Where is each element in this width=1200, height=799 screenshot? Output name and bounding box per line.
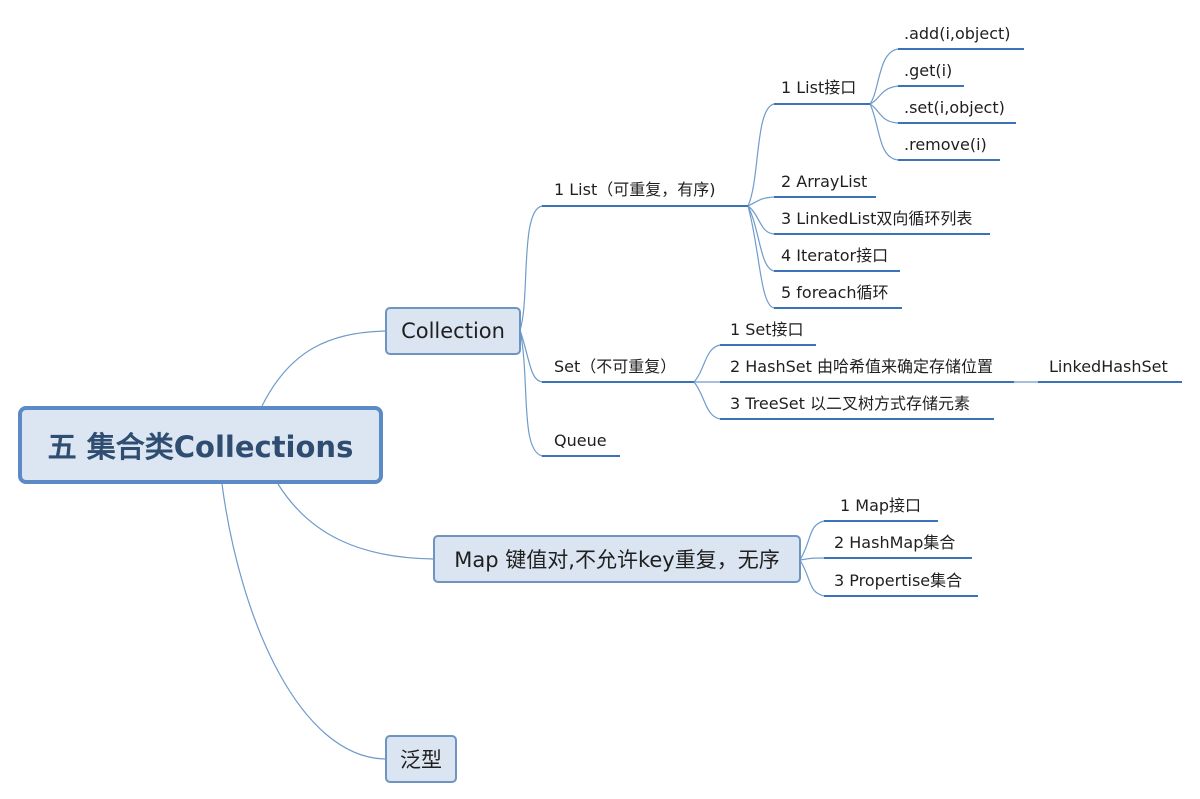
edge-collection-set <box>519 329 543 383</box>
root-label: 五 集合类Collections <box>47 430 354 464</box>
map-label: Map 键值对,不允许key重复，无序 <box>454 548 780 572</box>
edge-collection-queue <box>519 329 543 457</box>
set-branch-label[interactable]: Set（不可重复） <box>554 357 676 376</box>
queue-label[interactable]: Queue <box>554 431 607 450</box>
edge-list-linkedlist <box>747 205 775 235</box>
list-branch-label[interactable]: 1 List（可重复，有序) <box>554 180 715 199</box>
edge-list-iterator <box>747 205 775 272</box>
edge-method-get <box>869 85 899 105</box>
linkedlist-label[interactable]: 3 LinkedList双向循环列表 <box>781 209 972 228</box>
propertise-label[interactable]: 3 Propertise集合 <box>834 571 962 590</box>
generics-label: 泛型 <box>400 748 442 772</box>
method-set[interactable]: .set(i,object) <box>904 98 1005 117</box>
edge-set-treeset <box>693 381 721 420</box>
list-interface-label[interactable]: 1 List接口 <box>781 78 856 97</box>
generics-node[interactable]: 泛型 <box>385 735 457 783</box>
hashset-label[interactable]: 2 HashSet 由哈希值来确定存储位置 <box>730 357 993 376</box>
treeset-label[interactable]: 3 TreeSet 以二叉树方式存储元素 <box>730 394 970 413</box>
linkedhashset-label[interactable]: LinkedHashSet <box>1049 357 1168 376</box>
edge-collection-list <box>519 205 543 331</box>
edge-map-interface <box>799 520 825 561</box>
hashmap-label[interactable]: 2 HashMap集合 <box>834 533 955 552</box>
foreach-label[interactable]: 5 foreach循环 <box>781 283 889 302</box>
method-add[interactable]: .add(i,object) <box>904 24 1011 43</box>
arraylist-label[interactable]: 2 ArrayList <box>781 172 867 191</box>
set-interface-label[interactable]: 1 Set接口 <box>730 320 804 339</box>
connector-lines <box>221 48 1038 760</box>
leaf-labels: 1 List（可重复，有序) 1 List接口 .add(i,object) .… <box>554 24 1168 590</box>
edge-method-add <box>869 48 899 105</box>
edge-list-arraylist <box>747 196 775 207</box>
edge-root-map <box>277 483 435 560</box>
map-interface-label[interactable]: 1 Map接口 <box>840 496 921 515</box>
root-node[interactable]: 五 集合类Collections <box>18 406 383 484</box>
collection-label: Collection <box>401 319 505 343</box>
edge-set-interface <box>693 344 721 383</box>
iterator-label[interactable]: 4 Iterator接口 <box>781 246 888 265</box>
edge-map-propertise <box>799 559 825 597</box>
edge-root-generics <box>221 483 387 760</box>
edge-root-collection <box>261 330 387 407</box>
leaf-underlines <box>542 48 1182 597</box>
collection-node[interactable]: Collection <box>385 307 521 355</box>
edge-map-hashmap <box>799 557 825 561</box>
edge-method-set <box>869 103 899 124</box>
edge-method-remove <box>869 103 899 161</box>
method-get[interactable]: .get(i) <box>904 61 952 80</box>
method-remove[interactable]: .remove(i) <box>904 135 987 154</box>
edge-list-foreach <box>747 205 775 309</box>
map-node[interactable]: Map 键值对,不允许key重复，无序 <box>433 535 801 583</box>
edge-list-interface <box>747 103 775 207</box>
